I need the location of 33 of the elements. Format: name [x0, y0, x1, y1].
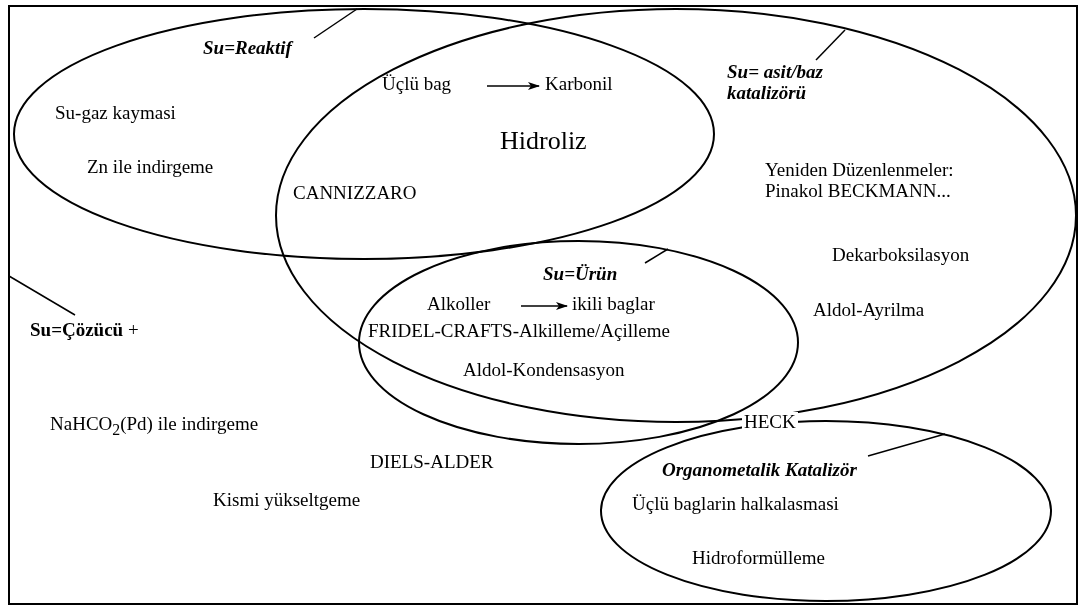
arrow — [520, 302, 568, 310]
set-heading: Su= asit/baz katalizörü — [727, 62, 877, 104]
leader-line — [815, 29, 846, 61]
reaction-name: Aldol-Ayrilma — [813, 300, 925, 321]
set-ellipse — [358, 240, 799, 445]
reaction-name: Su-gaz kaymasi — [55, 103, 176, 124]
reaction-name: Dekarboksilasyon — [832, 245, 970, 266]
leader-line — [8, 275, 76, 316]
set-ellipse — [13, 8, 715, 260]
set-heading: Organometalik Katalizör — [662, 460, 857, 481]
reaction-name: Yeniden Düzenlenmeler: Pinakol BECKMANN... — [765, 160, 955, 202]
reaction-name: Üçlü baglarin halkalasmasi — [632, 494, 839, 515]
reaction-name: ikili baglar — [572, 294, 655, 315]
set-heading: Su=Reaktif — [203, 38, 292, 59]
reaction-name: FRIDEL-CRAFTS-Alkilleme/Açilleme — [368, 321, 670, 342]
reaction-name: Üçlü bag — [382, 74, 452, 95]
reaction-name: NaHCO$_{2}$(Pd) ile indirgeme — [50, 414, 259, 439]
reaction-name: Zn ile indirgeme — [87, 157, 214, 178]
reaction-name: Hidroformülleme — [692, 548, 825, 569]
reaction-name: Su=Çözücü + — [30, 320, 139, 341]
arrow — [486, 82, 540, 90]
reaction-name: Karbonil — [545, 74, 613, 95]
set-frame — [8, 5, 1078, 605]
reaction-name: Alkoller — [427, 294, 491, 315]
leader-line — [313, 8, 358, 39]
reaction-name: Hidroliz — [500, 127, 587, 156]
leader-line — [867, 433, 946, 457]
leader-line — [644, 248, 669, 264]
reaction-name: Kismi yükseltgeme — [213, 490, 361, 511]
reaction-name: DIELS-ALDER — [370, 452, 494, 473]
reaction-name: CANNIZZARO — [293, 183, 417, 204]
set-heading: Su=Ürün — [543, 264, 618, 285]
reaction-name: Aldol-Kondensasyon — [463, 360, 625, 381]
